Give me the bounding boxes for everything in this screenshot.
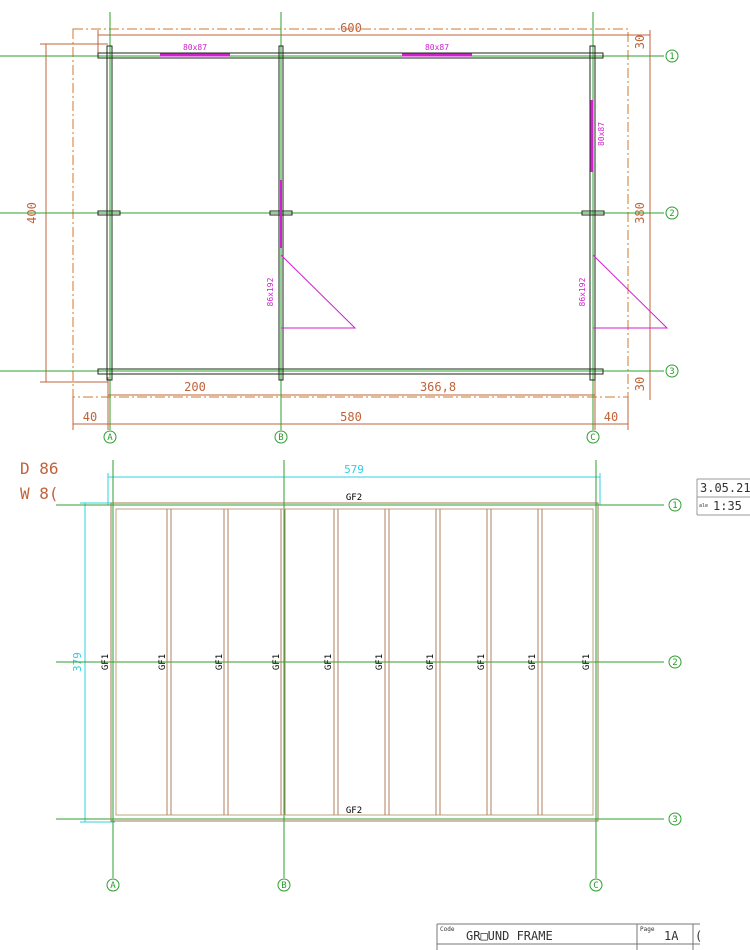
dim-right-depth: 380	[633, 202, 647, 224]
door-2-swing	[592, 254, 669, 329]
frame-axis-a: A	[110, 881, 116, 891]
joist-label: GF1	[272, 654, 282, 670]
joist-label: GF1	[582, 654, 592, 670]
plan-axis-1: 1	[669, 52, 674, 62]
plan-axis-c: C	[590, 433, 595, 443]
joist-label: GF1	[324, 654, 334, 670]
dim-total-width: 600	[340, 21, 362, 35]
window-3-label: 80x87	[597, 122, 606, 146]
door-1-label: 86x192	[266, 277, 275, 306]
side-info-scale: 1:35	[713, 499, 742, 513]
dim-bay-2: 366,8	[420, 380, 456, 394]
joist-label: GF1	[158, 654, 168, 670]
dim-bay-1: 200	[184, 380, 206, 394]
side-info-scale-label: ale	[699, 503, 708, 509]
door-2-label: 86x192	[578, 277, 587, 306]
openings	[160, 53, 669, 329]
window-2-label: 80x87	[425, 43, 449, 52]
code-label: Code	[440, 926, 455, 933]
door-1-swing	[280, 254, 357, 329]
frame-dimension-lines	[80, 473, 601, 823]
joist-label: GF1	[426, 654, 436, 670]
frame-axis-2: 2	[672, 658, 677, 668]
frame-beams	[110, 502, 599, 822]
side-label-w: W 8(	[20, 484, 59, 503]
joist-label: GF1	[375, 654, 385, 670]
joist-label: GF1	[101, 654, 111, 670]
plan-grid-lines	[0, 12, 664, 430]
ground-frame: 579 379 GF2 GF2	[56, 460, 682, 892]
side-info-date: 3.05.21	[700, 481, 750, 495]
plan-axis-3: 3	[669, 367, 674, 377]
plan-axis-a: A	[107, 433, 113, 443]
title-block: Code GR□UND FRAME Page 1A (	[436, 923, 702, 950]
frame-width-dim: 579	[344, 463, 364, 476]
drawing-title: GR□UND FRAME	[466, 929, 553, 943]
frame-axis-b: B	[281, 881, 286, 891]
joists	[166, 509, 543, 815]
plan-axis-2: 2	[669, 209, 674, 219]
page-number: 1A	[664, 929, 679, 943]
frame-axis-c: C	[593, 881, 598, 891]
frame-axis-3: 3	[672, 815, 677, 825]
frame-grid-lines	[56, 460, 664, 878]
joist-label: GF1	[528, 654, 538, 670]
dim-total-depth: 400	[25, 202, 39, 224]
dim-left-offset: 40	[83, 410, 97, 424]
dim-bottom-offset: 30	[633, 377, 647, 391]
window-1-label: 80x87	[183, 43, 207, 52]
plan-axis-b: B	[278, 433, 283, 443]
joist-label: GF1	[477, 654, 487, 670]
joist-labels: GF1 GF1 GF1 GF1 GF1 GF1 GF1 GF1 GF1 GF1	[101, 654, 592, 670]
dimension-lines	[40, 30, 655, 430]
dim-inner-width: 580	[340, 410, 362, 424]
title-block-extra: (	[695, 929, 702, 943]
joist-label: GF1	[215, 654, 225, 670]
dim-right-offset: 40	[604, 410, 618, 424]
plan-axis-bubbles	[103, 49, 679, 444]
side-info-block: 3.05.21 ale 1:35	[696, 478, 750, 516]
floor-plan: 600 400 380 30 30 40 40 200 366,8 580 80…	[0, 12, 679, 444]
dim-top-offset: 30	[633, 35, 647, 49]
side-label-d: D 86	[20, 459, 59, 478]
beam-top-label: GF2	[346, 493, 362, 503]
walls	[97, 45, 605, 381]
page-label: Page	[640, 926, 655, 933]
frame-axis-1: 1	[672, 501, 677, 511]
beam-bottom-label: GF2	[346, 806, 362, 816]
frame-axis-bubbles	[106, 498, 682, 892]
